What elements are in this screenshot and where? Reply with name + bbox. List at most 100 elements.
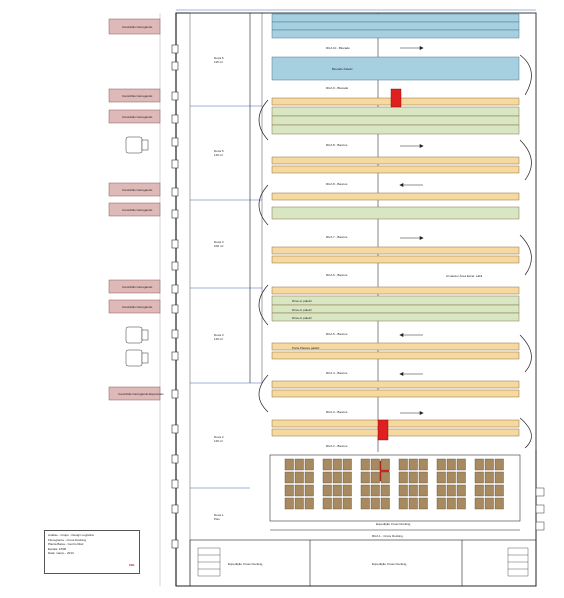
street-label: RUA 5 - Bancos xyxy=(326,332,348,336)
truck-label: Caminhão Carregando Esperando xyxy=(118,392,164,396)
cross-docking-label: Expedição Cross Docking xyxy=(376,522,411,526)
truck-label: Caminhão Carregando xyxy=(122,25,153,29)
dock-1-area: Piso xyxy=(214,517,220,521)
street-label: RUA 8 - Bancos xyxy=(326,143,348,147)
pallet-slot xyxy=(322,458,332,471)
truck-box xyxy=(108,279,161,294)
pallet-slot xyxy=(332,458,342,471)
pallet-slot xyxy=(370,497,380,510)
pallet-slot xyxy=(408,497,418,510)
pallet-slot xyxy=(484,484,494,497)
rack-blue xyxy=(271,29,520,39)
pallet-slot xyxy=(418,497,428,510)
truck-box xyxy=(108,299,161,314)
pallet-slot xyxy=(342,497,352,510)
pallet-slot xyxy=(304,484,314,497)
pallet-slot xyxy=(380,471,390,484)
company-logo: CDL xyxy=(128,563,135,568)
street-label: RUA 2 - Bancos xyxy=(326,444,348,448)
pallet-slot xyxy=(484,458,494,471)
red-marker xyxy=(390,88,402,108)
truck-box xyxy=(108,202,161,217)
rack-label-drive: Drive-in paletiz xyxy=(292,316,312,320)
dock-4-label: Doca 4 xyxy=(214,240,224,244)
rack-label-drive: Drive-in paletiz xyxy=(292,299,312,303)
dock-4-area: 100 m² xyxy=(214,244,223,248)
dock-6-label: Doca 6 xyxy=(214,56,224,60)
truck-label: Caminhão Carregando xyxy=(122,285,153,289)
truck-label: Caminhão Carregando xyxy=(122,94,153,98)
truck-label: Caminhão Carregando xyxy=(122,208,153,212)
pallet-slot xyxy=(494,458,504,471)
pallet-slot xyxy=(332,471,342,484)
rack-label-porta: Porta Paletes paletiz xyxy=(292,346,320,350)
legend-line: Planta Baixa - Centro Distr. xyxy=(48,542,85,547)
pallet-slot xyxy=(418,458,428,471)
pallet-slot xyxy=(474,471,484,484)
pallet-slot xyxy=(436,484,446,497)
dock-2-label: Doca 2 xyxy=(214,435,224,439)
pallet-slot xyxy=(360,497,370,510)
pallet-slot xyxy=(408,484,418,497)
pallet-slot xyxy=(304,458,314,471)
pallet-slot xyxy=(436,458,446,471)
street-label: RUA 3 - Bancos xyxy=(326,410,348,414)
truck-box xyxy=(108,182,161,197)
dock-3-label: Doca 3 xyxy=(214,333,224,337)
pallet-slot xyxy=(408,471,418,484)
pallet-slot xyxy=(456,497,466,510)
street-label: RUA 7 - Bancos xyxy=(326,235,348,239)
pallet-slot xyxy=(322,471,332,484)
pallet-slot xyxy=(456,484,466,497)
pallet-slot xyxy=(322,497,332,510)
legend-line: Escala: 1/500 xyxy=(48,546,67,551)
pallet-slot xyxy=(484,471,494,484)
truck-box xyxy=(108,18,161,35)
dock-1-label: Doca 1 xyxy=(214,513,224,517)
truck-icon xyxy=(125,136,149,367)
rack-label-blocado: Blocado Paletiz xyxy=(332,67,353,71)
street-label: RUA 4 - Bancos xyxy=(326,371,348,375)
pallet-slot xyxy=(332,484,342,497)
pallet-slot xyxy=(284,497,294,510)
exp-left: Expedição Cross Docking xyxy=(228,562,263,566)
pallet-slot xyxy=(446,484,456,497)
legend-line: Análise - Grupo - Design Logística xyxy=(48,533,94,537)
pallet-slot xyxy=(484,497,494,510)
pallet-slot xyxy=(398,458,408,471)
street-label: RUA 10 - Blocado xyxy=(326,46,350,50)
pallet-slot xyxy=(294,484,304,497)
pallet-slot xyxy=(446,497,456,510)
pallet-slot xyxy=(474,497,484,510)
pallet-slot xyxy=(418,471,428,484)
pallet-slot xyxy=(494,497,504,510)
dock-5-label: Doca 5 xyxy=(214,149,224,153)
pallet-slot xyxy=(284,484,294,497)
pallet-slot xyxy=(436,471,446,484)
legend-line: Fluxograma - Cross Docking xyxy=(48,537,87,542)
pallet-slot xyxy=(494,484,504,497)
pallet-slot xyxy=(294,458,304,471)
rua1-label: RUA 1 - Cross Docking xyxy=(372,534,403,538)
pallet-slot xyxy=(456,458,466,471)
pallet-slot xyxy=(360,458,370,471)
dock-2-area: 115 m² xyxy=(214,439,223,443)
truck-box xyxy=(108,109,161,124)
pallet-slot xyxy=(370,458,380,471)
legend-line: Data: março - 2013 xyxy=(48,551,74,556)
pallet-slot xyxy=(370,484,380,497)
rack-blue xyxy=(271,13,520,23)
pallet-slot xyxy=(380,458,390,471)
pallet-slot xyxy=(342,458,352,471)
rack-blue xyxy=(271,21,520,31)
pallet-slot xyxy=(380,484,390,497)
pallet-slot xyxy=(304,471,314,484)
pallet-slot xyxy=(294,471,304,484)
pallet-slot xyxy=(398,484,408,497)
pallet-slot xyxy=(284,471,294,484)
dock-6-area: 115 m² xyxy=(214,60,223,64)
truck-box xyxy=(108,88,161,103)
dock-3-area: 115 m² xyxy=(214,337,223,341)
pallet-slot xyxy=(456,471,466,484)
